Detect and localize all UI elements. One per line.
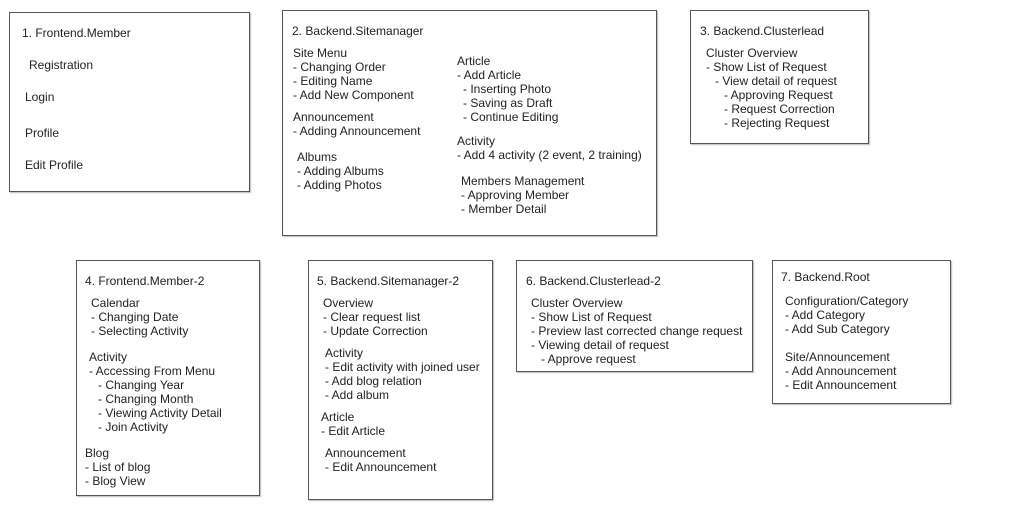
box-line: - Selecting Activity [91, 324, 189, 338]
box-line: Members Management [461, 174, 585, 188]
box-frontend-member: 1. Frontend.Member Registration Login Pr… [9, 12, 250, 192]
box-line: Overview [323, 296, 374, 310]
box-line: - Edit Announcement [325, 460, 437, 474]
box-line: - Changing Month [98, 392, 194, 406]
box-line: - Join Activity [98, 420, 169, 434]
box-line: - Add Sub Category [785, 322, 890, 336]
box-title: 1. Frontend.Member [22, 26, 131, 40]
box-line: Announcement [293, 110, 374, 124]
box-line: - Add 4 activity (2 event, 2 training) [457, 148, 642, 162]
box-line: - Edit Announcement [785, 378, 897, 392]
box-line: Login [25, 90, 55, 104]
box-line: Configuration/Category [785, 294, 909, 308]
box-line: - Blog View [85, 474, 146, 488]
box-line: - Preview last corrected change request [531, 324, 743, 338]
box-line: Activity [457, 134, 496, 148]
box-line: - Update Correction [323, 324, 428, 338]
box-line: Announcement [325, 446, 406, 460]
box-line: Edit Profile [25, 158, 84, 172]
box-line: Blog [85, 446, 110, 460]
box-line: - Request Correction [724, 102, 835, 116]
box-line: - Add album [325, 388, 390, 402]
box-line: - Approving Request [724, 88, 833, 102]
box-line: Cluster Overview [531, 296, 623, 310]
box-backend-clusterlead-2: 6. Backend.Clusterlead-2 Cluster Overvie… [516, 260, 753, 372]
box-line: - Rejecting Request [724, 116, 830, 130]
box-line: - Viewing Activity Detail [98, 406, 222, 420]
box-frontend-member-2: 4. Frontend.Member-2 Calendar - Changing… [76, 260, 260, 496]
box-line: - Add New Component [293, 88, 414, 102]
box-line: - Adding Photos [297, 178, 382, 192]
box-line: Cluster Overview [706, 46, 798, 60]
box-backend-sitemanager: 2. Backend.Sitemanager Site Menu - Chang… [282, 10, 657, 236]
box-line: - Show List of Request [706, 60, 827, 74]
box-backend-sitemanager-2: 5. Backend.Sitemanager-2 Overview - Clea… [308, 260, 493, 500]
box-line: Article [457, 54, 491, 68]
box-line: - Add blog relation [325, 374, 422, 388]
box-title: 3. Backend.Clusterlead [700, 24, 825, 38]
box-backend-clusterlead: 3. Backend.Clusterlead Cluster Overview … [690, 10, 869, 144]
box-line: - Continue Editing [463, 110, 559, 124]
box-line: - Approve request [541, 352, 636, 366]
box-line: - Show List of Request [531, 310, 652, 324]
box-line: - Saving as Draft [463, 96, 553, 110]
box-line: Site Menu [293, 46, 348, 60]
box-line: - Accessing From Menu [89, 364, 216, 378]
box-line: - Changing Year [98, 378, 185, 392]
box-title: 5. Backend.Sitemanager-2 [317, 274, 460, 288]
box-line: Site/Announcement [785, 350, 890, 364]
box-title: 6. Backend.Clusterlead-2 [526, 274, 661, 288]
box-line: - Clear request list [323, 310, 421, 324]
box-line: - Changing Order [293, 60, 386, 74]
box-line: - Add Article [457, 68, 522, 82]
box-line: Registration [29, 58, 94, 72]
box-title: 7. Backend.Root [781, 270, 870, 284]
box-backend-root: 7. Backend.Root Configuration/Category -… [772, 260, 951, 404]
box-line: - Inserting Photo [463, 82, 552, 96]
box-line: Activity [89, 350, 128, 364]
box-line: - Editing Name [293, 74, 373, 88]
box-line: - Adding Albums [297, 164, 384, 178]
box-line: - Edit Article [321, 424, 386, 438]
box-line: Activity [325, 346, 364, 360]
box-line: - Adding Announcement [293, 124, 421, 138]
box-line: - List of blog [85, 460, 151, 474]
box-title: 4. Frontend.Member-2 [85, 274, 205, 288]
box-line: - Approving Member [461, 188, 570, 202]
box-line: - Viewing detail of request [531, 338, 669, 352]
box-line: - View detail of request [715, 74, 837, 88]
box-line: Profile [25, 126, 60, 140]
box-line: Calendar [91, 296, 140, 310]
box-line: - Edit activity with joined user [325, 360, 480, 374]
box-line: - Member Detail [461, 202, 547, 216]
box-line: Article [321, 410, 355, 424]
box-line: Albums [297, 150, 338, 164]
box-line: - Changing Date [91, 310, 179, 324]
box-title: 2. Backend.Sitemanager [292, 24, 424, 38]
box-line: - Add Announcement [785, 364, 897, 378]
box-line: - Add Category [785, 308, 866, 322]
